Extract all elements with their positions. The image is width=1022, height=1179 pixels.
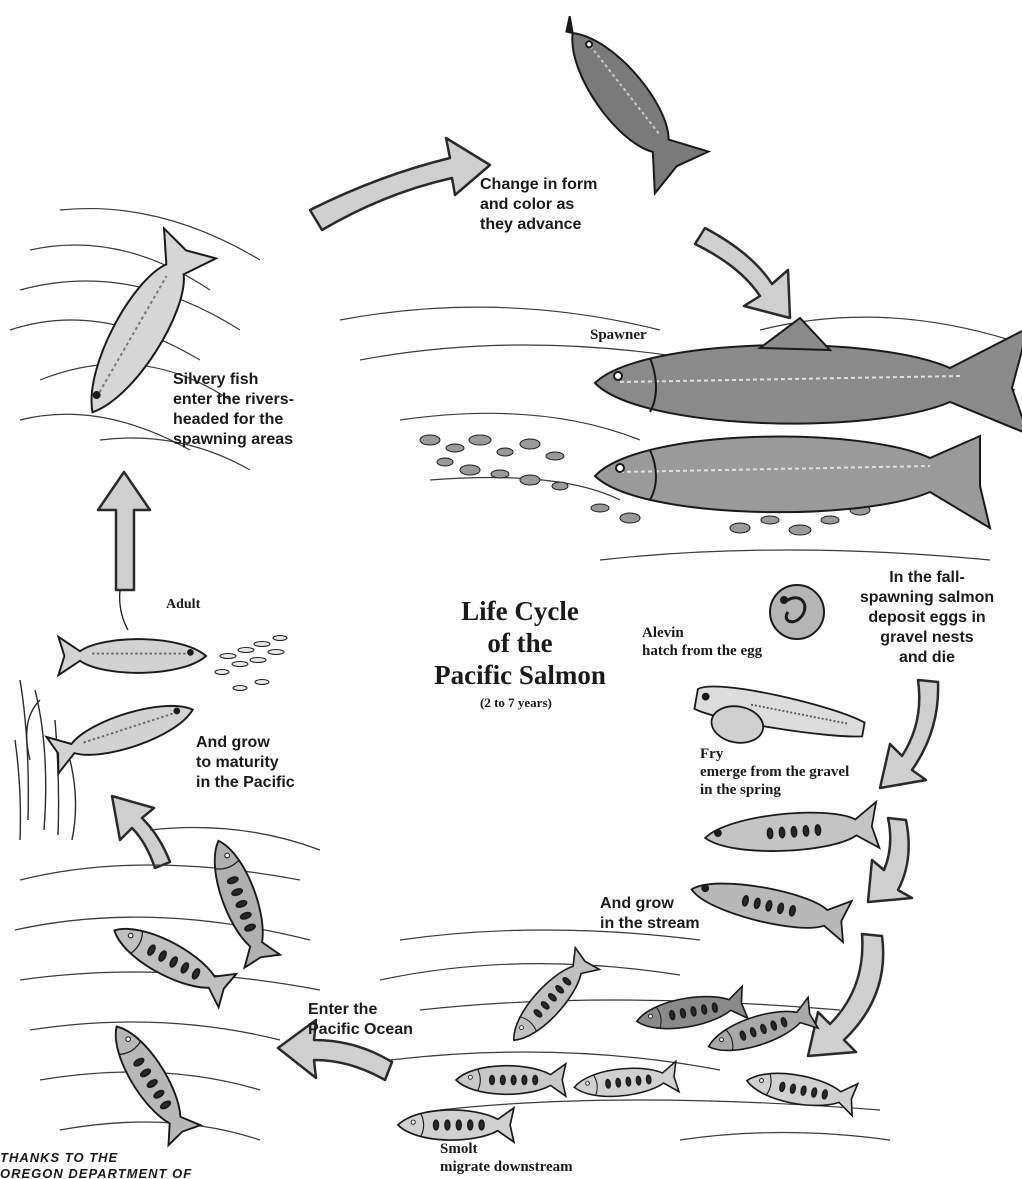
label-line: Enter the — [308, 1000, 413, 1020]
label-line: And grow — [600, 894, 700, 914]
label-line: to maturity — [196, 753, 295, 773]
label-line: they advance — [480, 215, 597, 235]
label-line: spawning areas — [173, 430, 294, 450]
credit-line: THANKS TO THE — [0, 1150, 192, 1166]
salmon-fish-icon — [398, 1108, 514, 1142]
salmon-fish-icon — [573, 1061, 679, 1102]
label-grow-in-stream: And grow in the stream — [600, 894, 700, 934]
label-line: and color as — [480, 195, 597, 215]
label-line: Alevin — [642, 624, 762, 642]
label-line: Change in form — [480, 175, 597, 195]
fishing-line — [120, 590, 128, 630]
title-line-3: Pacific Salmon — [420, 659, 620, 691]
salmon-fish-icon — [106, 914, 237, 1008]
salmon-fish-icon — [456, 1064, 566, 1096]
baitfish-school — [215, 636, 287, 691]
label-line: enter the rivers- — [173, 390, 294, 410]
salmon-fish-icon — [58, 637, 206, 675]
label-line: in the stream — [600, 914, 700, 934]
label-line: hatch from the egg — [642, 642, 762, 660]
diagram-title: Life Cycle of the Pacific Salmon — [420, 595, 620, 691]
label-spawner: Spawner — [590, 326, 647, 344]
label-fry: Fry emerge from the gravel in the spring — [700, 745, 849, 799]
curved-arrow-icon — [880, 680, 938, 788]
title-line-1: Life Cycle — [420, 595, 620, 627]
salmon-fish-icon — [704, 802, 880, 860]
water-lines-icon — [340, 307, 1015, 560]
salmon-fish-icon — [595, 436, 990, 528]
title-line-2: of the — [420, 627, 620, 659]
salmon-fish-icon — [46, 691, 198, 773]
label-silvery-fish: Silvery fish enter the rivers- headed fo… — [173, 370, 294, 450]
salmon-fish-icon — [744, 1065, 858, 1116]
label-line: Fry — [700, 745, 849, 763]
salmon-fish-icon — [537, 0, 709, 193]
salmon-fish-icon — [201, 834, 280, 967]
salmon-fish-icon — [687, 868, 851, 942]
label-line: gravel nests — [842, 628, 1012, 648]
label-line: emerge from the gravel — [700, 763, 849, 781]
label-line: Silvery fish — [173, 370, 294, 390]
salmon-fish-icon — [595, 318, 1022, 434]
label-line: In the fall- — [842, 568, 1012, 588]
label-line: migrate downstream — [440, 1158, 573, 1176]
label-alevin: Alevin hatch from the egg — [642, 624, 762, 660]
label-grow-to-maturity: And grow to maturity in the Pacific — [196, 733, 295, 793]
credit-text: THANKS TO THE OREGON DEPARTMENT OF — [0, 1150, 192, 1179]
curved-arrow-icon — [868, 818, 912, 902]
label-line: And grow — [196, 733, 295, 753]
label-change-in-form: Change in form and color as they advance — [480, 175, 597, 235]
label-line: in the Pacific — [196, 773, 295, 793]
label-line: spawning salmon — [842, 588, 1012, 608]
curved-arrow-icon — [98, 472, 150, 590]
egg-icon — [770, 585, 824, 639]
curved-arrow-icon — [695, 228, 790, 318]
label-line: headed for the — [173, 410, 294, 430]
curved-arrow-icon — [112, 796, 170, 868]
curved-arrow-icon — [808, 934, 883, 1056]
label-line: in the spring — [700, 781, 849, 799]
label-line: and die — [842, 648, 1012, 668]
label-line: Pacific Ocean — [308, 1020, 413, 1040]
label-smolt: Smolt migrate downstream — [440, 1140, 573, 1176]
curved-arrow-icon — [310, 138, 490, 230]
salmon-fish-icon — [101, 1017, 201, 1146]
title-years: (2 to 7 years) — [480, 694, 552, 712]
label-enter-ocean: Enter the Pacific Ocean — [308, 1000, 413, 1040]
label-fall-spawning: In the fall- spawning salmon deposit egg… — [842, 568, 1012, 668]
credit-line: OREGON DEPARTMENT OF — [0, 1166, 192, 1179]
label-adult: Adult — [166, 596, 200, 614]
label-line: deposit eggs in — [842, 608, 1012, 628]
label-line: Smolt — [440, 1140, 573, 1158]
